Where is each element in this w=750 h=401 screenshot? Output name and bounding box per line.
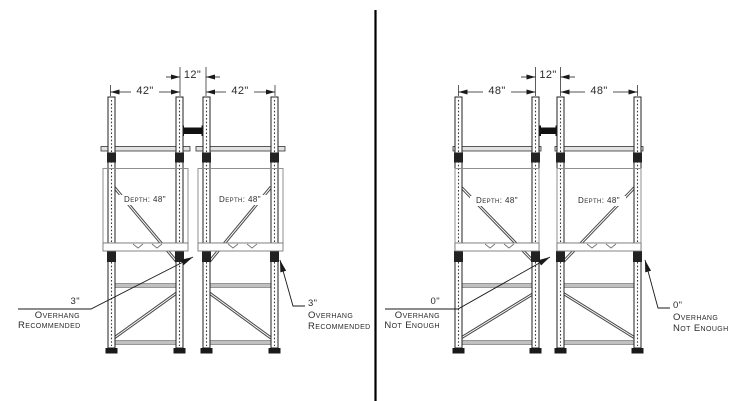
overhang-note-line2: Recommended	[308, 321, 371, 332]
dim-label-right-bay: 42"	[226, 85, 254, 98]
beam-cross-sections	[107, 152, 279, 262]
dim-label-flue: 12"	[536, 69, 560, 82]
pallet-depth-label: Depth: 48"	[572, 196, 626, 206]
overhang-note-line2: Not Enough	[673, 323, 729, 334]
row-spacer	[180, 125, 205, 136]
pallet-depth-label: Depth: 48"	[213, 195, 267, 205]
beam-cross-sections	[454, 152, 642, 262]
overhang-note-value: 0"	[430, 296, 440, 307]
pallets	[454, 168, 642, 252]
overhang-note-line2: Recommended	[18, 320, 81, 331]
leader-lines	[18, 256, 305, 310]
top-crossbars	[100, 146, 286, 152]
top-crossbars	[452, 146, 644, 152]
pallet-depth-label: Depth: 48"	[118, 195, 172, 205]
overhang-note-value: 3"	[70, 296, 80, 307]
upright-posts	[105, 96, 281, 354]
leader-lines	[385, 256, 670, 310]
right-rack-drawing	[385, 67, 670, 354]
overhang-note-value: 3"	[308, 298, 318, 309]
overhang-note-line2: Not Enough	[384, 320, 440, 331]
overhang-note-line1: Overhang	[673, 312, 719, 323]
pallet-depth-label: Depth: 48"	[470, 196, 524, 206]
overhang-note-line1: Overhang	[34, 310, 80, 321]
overhang-note-value: 0"	[673, 300, 683, 311]
frame-diagonal-braces	[112, 186, 273, 340]
upright-posts	[452, 96, 644, 354]
overhang-note-line1: Overhang	[308, 310, 354, 321]
overhang-note-line1: Overhang	[394, 310, 440, 321]
dim-label-right-bay: 48"	[585, 85, 613, 98]
pallets	[102, 168, 284, 252]
frame-horizontal-braces	[114, 283, 272, 345]
frame-diagonal-braces	[459, 185, 637, 340]
dim-label-left-bay: 48"	[483, 85, 511, 98]
row-spacer	[537, 125, 559, 136]
dim-label-left-bay: 42"	[131, 85, 159, 98]
base-plates	[452, 348, 644, 354]
dim-label-flue: 12"	[181, 69, 204, 82]
base-plates	[105, 348, 281, 354]
